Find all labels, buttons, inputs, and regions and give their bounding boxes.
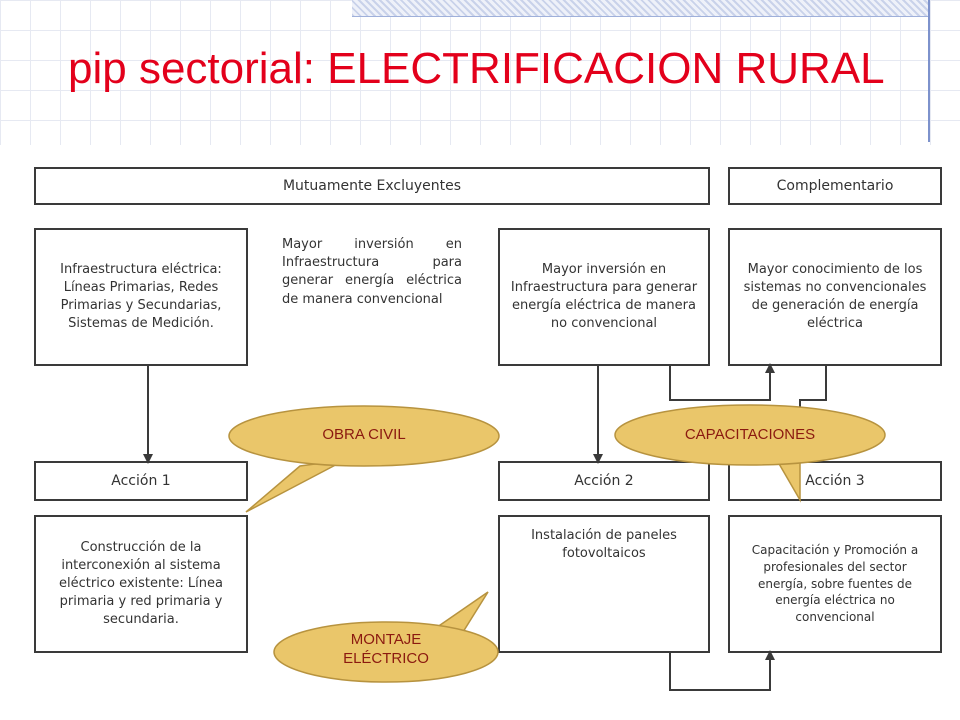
box-infraestructura-electrica: Infraestructura eléctrica: Líneas Primar… bbox=[34, 228, 248, 366]
box-mayor-conocimiento: Mayor conocimiento de los sistemas no co… bbox=[728, 228, 942, 366]
text-inversion-convencional: Mayor inversión en Infraestructura para … bbox=[282, 237, 462, 307]
callout-obra-civil-ellipse bbox=[228, 405, 500, 467]
decorative-vertical-rule bbox=[928, 0, 930, 142]
slide-title: pip sectorial: ELECTRIFICACION RURAL bbox=[68, 44, 885, 93]
decorative-header-band bbox=[352, 0, 930, 17]
box-accion-2: Acción 2 bbox=[498, 461, 710, 501]
callout-obra-civil-shape bbox=[245, 459, 346, 513]
callout-capacitaciones-label: CAPACITACIONES bbox=[684, 426, 816, 443]
callout-montaje-ellipse bbox=[273, 621, 499, 683]
box-accion-3: Acción 3 bbox=[728, 461, 942, 501]
box-detalle-accion-3: Capacitación y Promoción a profesionales… bbox=[728, 515, 942, 653]
box-accion-1: Acción 1 bbox=[34, 461, 248, 501]
callout-capacitaciones-ellipse bbox=[614, 404, 886, 466]
header-mutuamente-excluyentes: Mutuamente Excluyentes bbox=[34, 167, 710, 205]
box-detalle-accion-1: Construcción de la interconexión al sist… bbox=[34, 515, 248, 653]
header-complementario: Complementario bbox=[728, 167, 942, 205]
callout-montaje-label: MONTAJE ELÉCTRICO bbox=[343, 631, 429, 667]
callout-obra-civil-label: OBRA CIVIL bbox=[322, 426, 406, 443]
arrow-loop-to-conocimiento bbox=[669, 363, 775, 401]
box-detalle-accion-2: Instalación de paneles fotovoltaicos bbox=[498, 515, 710, 653]
box-inversion-no-convencional: Mayor inversión en Infraestructura para … bbox=[498, 228, 710, 366]
arrow-loop-to-detalle3 bbox=[669, 650, 775, 691]
